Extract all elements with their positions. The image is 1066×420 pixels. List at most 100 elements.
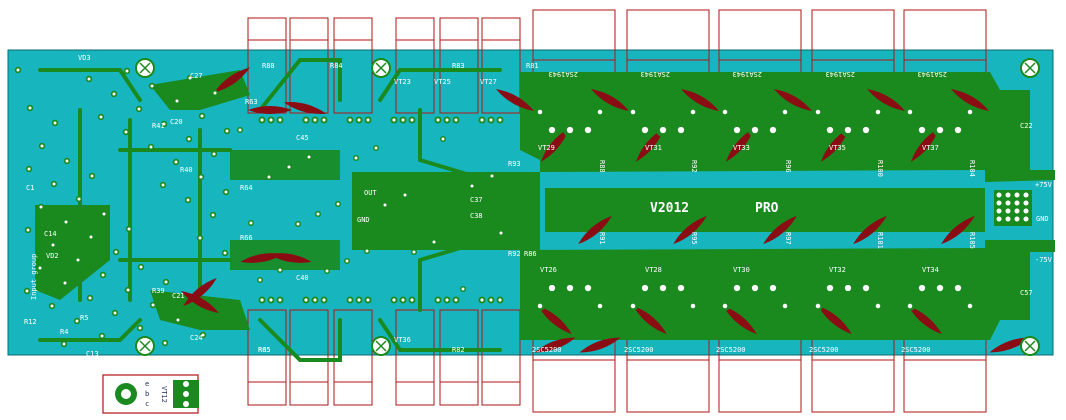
power-minus-label: -75V (1035, 256, 1053, 264)
pad-hole (65, 159, 69, 163)
pad-hole (844, 126, 852, 134)
pad-hole (336, 202, 340, 206)
copper-traces (38, 58, 502, 362)
small-footprint-bottom (439, 309, 479, 406)
resistor-label-top: R93 (508, 160, 521, 168)
pad-hole (25, 289, 29, 293)
pad (25, 165, 33, 173)
pad (98, 332, 106, 340)
label-r65: R65 (258, 346, 271, 354)
transistor-label-top: VT23 (394, 78, 411, 86)
pad-hole (499, 231, 503, 235)
board-title-left: V2012 (650, 201, 689, 216)
pad (148, 82, 156, 90)
pad-hole (77, 197, 81, 201)
pad (315, 211, 321, 217)
output-connector (994, 190, 1032, 226)
transistor-label-top: VT29 (538, 144, 555, 152)
pad-hole (769, 284, 777, 292)
power-plus-label: +75V (1035, 181, 1053, 189)
pad-hole (269, 118, 273, 122)
transistor-label-bottom: VT32 (829, 266, 846, 274)
pad-hole (826, 284, 834, 292)
pad-hole (401, 118, 405, 122)
pad-hole (392, 298, 396, 302)
small-footprint-bottom (247, 309, 287, 406)
connector-pin (1005, 192, 1011, 198)
pad (364, 296, 372, 304)
emitter-resistor-label-bottom: R105 (968, 232, 976, 249)
pad-hole (137, 107, 141, 111)
pad (198, 112, 206, 120)
mounting-hole (135, 58, 155, 78)
pad (535, 107, 545, 117)
pad (306, 154, 312, 160)
pad (346, 116, 354, 124)
pad-hole (278, 118, 282, 122)
connector-pin (1005, 200, 1011, 206)
pad-hole (782, 303, 788, 309)
label-gnd: GND (357, 216, 370, 224)
pad (267, 296, 275, 304)
label-vd2: VD2 (46, 252, 59, 260)
pad-hole (39, 205, 43, 209)
transistor-label-top: VT35 (829, 144, 846, 152)
pad (373, 145, 379, 151)
pad-hole (28, 106, 32, 110)
pad (460, 286, 466, 292)
small-footprint-top (439, 17, 479, 114)
pad (266, 174, 272, 180)
pad-hole (325, 269, 329, 273)
label-c45: C45 (296, 134, 309, 142)
pad-hole (366, 118, 370, 122)
mounting-hole (371, 336, 391, 356)
pad-hole (722, 303, 728, 309)
pad-hole (722, 109, 728, 115)
resistor-label-bottom: R85 (258, 346, 271, 354)
resistor-label-bottom: R82 (452, 346, 465, 354)
part-label-bottom: 2SC5200 (809, 346, 839, 354)
pad (147, 143, 155, 151)
pad-hole (597, 303, 603, 309)
pad-hole (566, 126, 574, 134)
pad (122, 128, 130, 136)
pad (965, 107, 975, 117)
pad-hole (75, 319, 79, 323)
leaf-shape (908, 305, 942, 335)
pad (656, 281, 670, 295)
resistor-label-bottom: R86 (524, 250, 537, 258)
pad (478, 116, 486, 124)
pad (60, 340, 68, 348)
pad (267, 116, 275, 124)
leaf-shape (578, 215, 612, 245)
leaf-mark (866, 89, 906, 111)
pad (48, 302, 56, 310)
pad (335, 201, 341, 207)
label-out: OUT (364, 189, 377, 197)
pad (320, 296, 328, 304)
pad-hole (490, 174, 494, 178)
pad-hole (436, 298, 440, 302)
pad (324, 268, 330, 274)
pad-hole (175, 99, 179, 103)
pad (197, 173, 205, 181)
leaf-mark (180, 291, 220, 313)
leaf-shape (283, 102, 327, 114)
emitter-resistor-label-top: R96 (784, 160, 792, 173)
small-footprint-top (289, 17, 329, 114)
pad-hole (677, 126, 685, 134)
silkscreen-labels: V2012 PRO +75V GND -75V R41 R39 R40 C1 C… (24, 54, 1053, 358)
pad-hole (733, 284, 741, 292)
pad (355, 116, 363, 124)
leaf-shape (495, 89, 535, 111)
small-footprint-bottom (481, 309, 521, 406)
pad (51, 119, 59, 127)
pad (628, 107, 638, 117)
pad-hole (392, 118, 396, 122)
leaf-shape (590, 89, 630, 111)
connector-pin (996, 192, 1002, 198)
resistor-label-bottom: R92 (508, 250, 521, 258)
pad (688, 301, 698, 311)
